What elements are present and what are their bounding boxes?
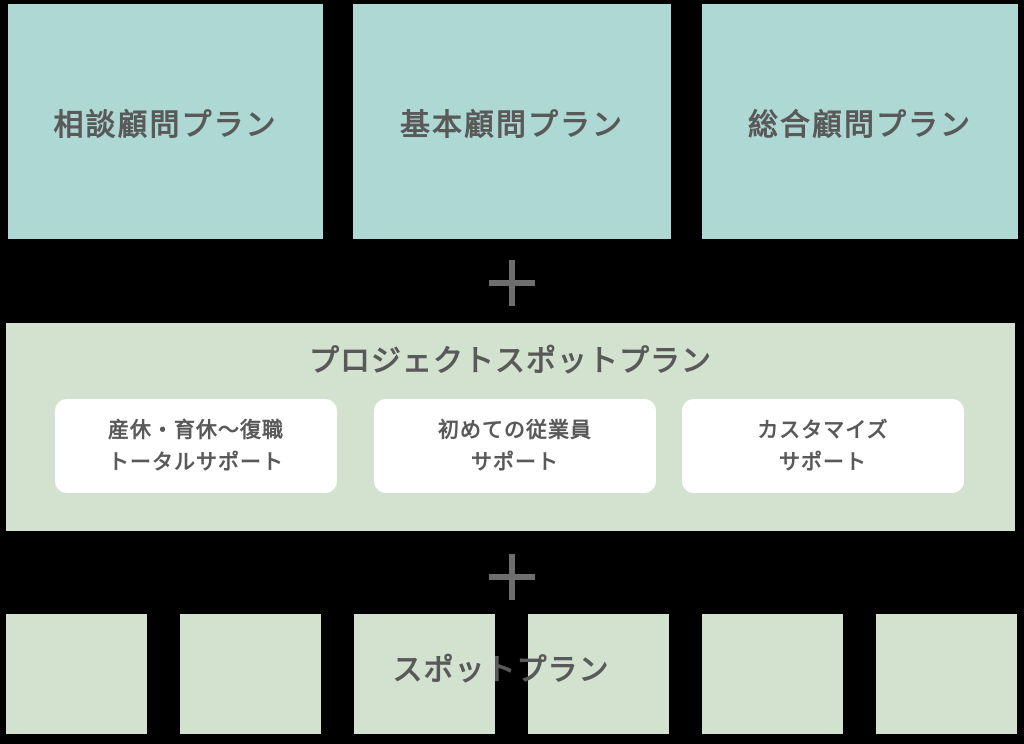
project-item-line1: 初めての従業員	[438, 418, 592, 442]
project-item-line1: 産休・育休〜復職	[108, 418, 284, 442]
spot-plan-title: スポットプラン	[392, 653, 610, 688]
plan-box-consultation: 相談顧問プラン	[8, 4, 323, 239]
project-item-line2: サポート	[471, 450, 559, 474]
plus-icon	[489, 260, 535, 306]
spot-plan-box	[702, 614, 843, 734]
plan-box-label: 基本顧問プラン	[400, 107, 624, 143]
plan-box-comprehensive: 総合顧問プラン	[702, 4, 1018, 239]
plus-vertical-bar	[509, 554, 515, 600]
project-spot-plan-title: プロジェクトスポットプラン	[309, 344, 712, 379]
spot-plan-box	[528, 614, 669, 734]
project-item-line1: カスタマイズ	[757, 418, 889, 442]
plan-box-label: 総合顧問プラン	[748, 107, 972, 143]
plus-icon	[489, 554, 535, 600]
project-item-maternity-support: 産休・育休〜復職 トータルサポート	[55, 399, 337, 493]
spot-plan-box	[6, 614, 147, 734]
spot-plan-box	[180, 614, 321, 734]
plus-vertical-bar	[509, 260, 515, 306]
project-spot-plan-panel: プロジェクトスポットプラン 産休・育休〜復職 トータルサポート 初めての従業員 …	[6, 323, 1015, 531]
spot-plan-box	[876, 614, 1017, 734]
project-item-line2: トータルサポート	[108, 450, 284, 474]
project-item-line2: サポート	[779, 450, 867, 474]
project-item-first-employee-support: 初めての従業員 サポート	[374, 399, 656, 493]
spot-plan-box	[354, 614, 495, 734]
plan-box-label: 相談顧問プラン	[53, 107, 278, 143]
project-item-customize-support: カスタマイズ サポート	[682, 399, 964, 493]
plan-box-basic: 基本顧問プラン	[353, 4, 671, 239]
